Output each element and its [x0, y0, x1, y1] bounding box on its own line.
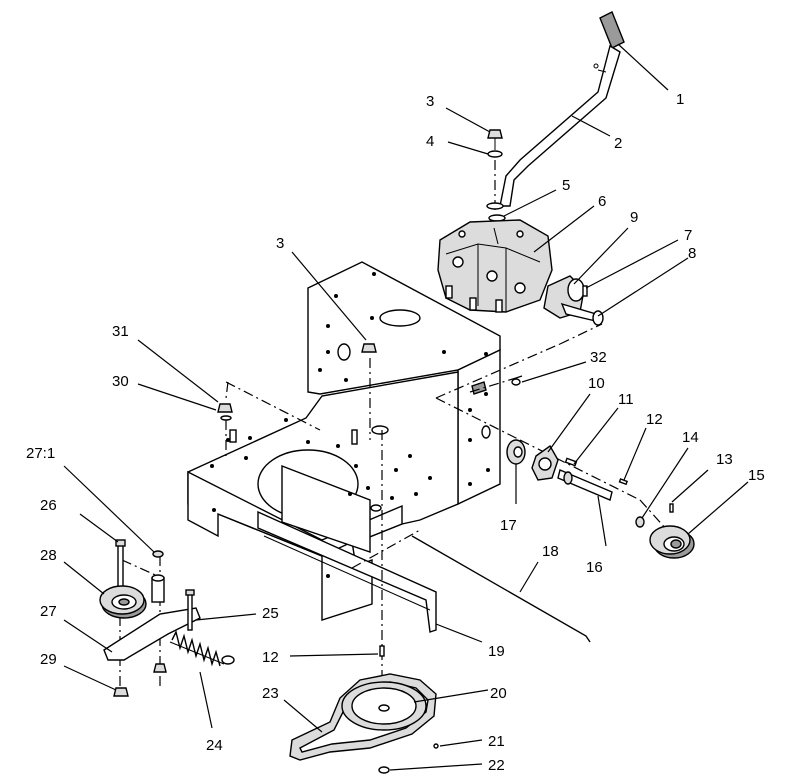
small-fasteners — [511, 378, 674, 528]
callout-26: 26 — [40, 497, 57, 514]
shift-lever — [499, 11, 625, 207]
spindle-key — [379, 645, 385, 657]
callout-28: 28 — [40, 547, 57, 564]
callout-9: 9 — [630, 209, 638, 226]
callout-8: 8 — [688, 245, 696, 262]
transmission-gearbox — [437, 219, 553, 313]
leader-lines — [63, 43, 749, 771]
callout-11: 11 — [618, 391, 634, 408]
callout-10: 10 — [588, 375, 605, 392]
control-cable — [411, 535, 591, 643]
belt-hardware — [378, 743, 439, 774]
callout-13: 13 — [716, 451, 733, 468]
output-bearing — [543, 275, 604, 326]
callout-25: 25 — [262, 605, 279, 622]
callout-27: 27 — [40, 603, 57, 620]
callout-12b: 12 — [262, 649, 279, 666]
callout-17: 17 — [500, 517, 517, 534]
lever-screw — [486, 129, 506, 222]
callout-24: 24 — [206, 737, 223, 754]
callout-15: 15 — [748, 467, 765, 484]
drive-belt — [289, 673, 437, 761]
callout-3b: 3 — [276, 235, 284, 252]
callout-19: 19 — [488, 643, 505, 660]
callout-14: 14 — [682, 429, 699, 446]
callout-7: 7 — [684, 227, 692, 244]
callout-32: 32 — [590, 349, 607, 366]
callout-22: 22 — [488, 757, 505, 774]
callout-6: 6 — [598, 193, 606, 210]
callout-4: 4 — [426, 133, 434, 150]
frame-screw — [217, 343, 377, 421]
callout-16: 16 — [586, 559, 603, 576]
drive-pulley — [649, 525, 695, 559]
callout-29: 29 — [40, 651, 57, 668]
callout-30: 30 — [112, 373, 129, 390]
callout-21: 21 — [488, 733, 505, 750]
callout-20: 20 — [490, 685, 507, 702]
callout-27-1: 27:1 — [26, 445, 55, 462]
main-frame — [187, 261, 501, 621]
callout-3: 3 — [426, 93, 434, 110]
pivot-rod — [257, 504, 437, 633]
callout-18: 18 — [542, 543, 559, 560]
flange-bearing — [531, 444, 559, 481]
callout-31: 31 — [112, 323, 129, 340]
spacer — [506, 439, 526, 465]
callout-5: 5 — [562, 177, 570, 194]
callout-12: 12 — [646, 411, 663, 428]
drive-shaft — [557, 469, 613, 501]
callout-1: 1 — [676, 91, 684, 108]
callout-23: 23 — [262, 685, 279, 702]
idler-assembly — [99, 539, 235, 697]
callout-labels: 1 2 3 4 5 6 7 8 9 3 10 11 12 13 14 15 16… — [26, 91, 765, 774]
callout-2: 2 — [614, 135, 622, 152]
